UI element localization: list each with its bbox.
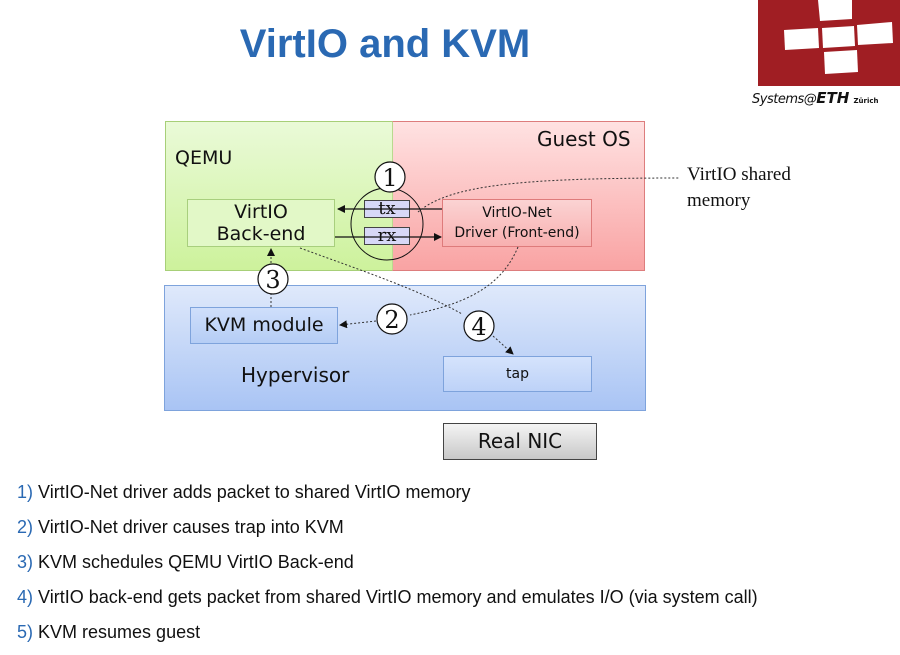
step-text: KVM schedules QEMU VirtIO Back-end [38,552,354,572]
hypervisor-label: Hypervisor [241,363,350,387]
step-number: 3) [17,552,34,572]
qemu-label: QEMU [175,147,233,169]
step-number: 5) [17,622,34,642]
qemu-region [165,121,393,271]
logo-wordmark: Systems@ETH Zürich [752,89,900,107]
eth-systems-logo [758,0,900,86]
virtio-net-driver-box: VirtIO-Net Driver (Front-end) [442,199,592,247]
step-number: 1) [17,482,34,502]
frontend-label-line1: VirtIO-Net [482,205,552,221]
step-item: 2) VirtIO-Net driver causes trap into KV… [17,515,758,550]
shared-memory-callout: VirtIO shared memory [687,164,791,211]
logo-square [824,50,858,74]
real-nic-box: Real NIC [443,423,597,460]
logo-square [818,0,852,21]
step-text: VirtIO-Net driver causes trap into KVM [38,517,344,537]
logo-square [857,22,893,45]
step-item: 4) VirtIO back-end gets packet from shar… [17,585,758,620]
rx-ring: rx [364,227,410,245]
logo-square [784,28,819,50]
step-number: 4) [17,587,34,607]
hypervisor-region [164,285,646,411]
step-text: KVM resumes guest [38,622,201,642]
tx-ring: tx [364,200,410,218]
logo-suffix: Zürich [853,97,879,105]
steps-list: 1) VirtIO-Net driver adds packet to shar… [17,480,758,655]
backend-label-line2: Back-end [216,223,306,245]
guest-os-label: Guest OS [537,127,631,151]
step-text: VirtIO-Net driver adds packet to shared … [38,482,471,502]
step-number: 2) [17,517,34,537]
kvm-module-box: KVM module [190,307,338,344]
step-text: VirtIO back-end gets packet from shared … [38,587,758,607]
frontend-label-line2: Driver (Front-end) [454,225,580,241]
slide-title: VirtIO and KVM [239,22,531,66]
step-item: 3) KVM schedules QEMU VirtIO Back-end [17,550,758,585]
step-item: 1) VirtIO-Net driver adds packet to shar… [17,480,758,515]
step-item: 5) KVM resumes guest [17,620,758,655]
logo-square [822,26,855,48]
logo-brand: ETH [816,89,850,107]
logo-prefix: Systems@ [752,92,817,107]
virtio-backend-box: VirtIO Back-end [187,199,335,247]
backend-label-line1: VirtIO [234,201,288,223]
tap-box: tap [443,356,592,392]
